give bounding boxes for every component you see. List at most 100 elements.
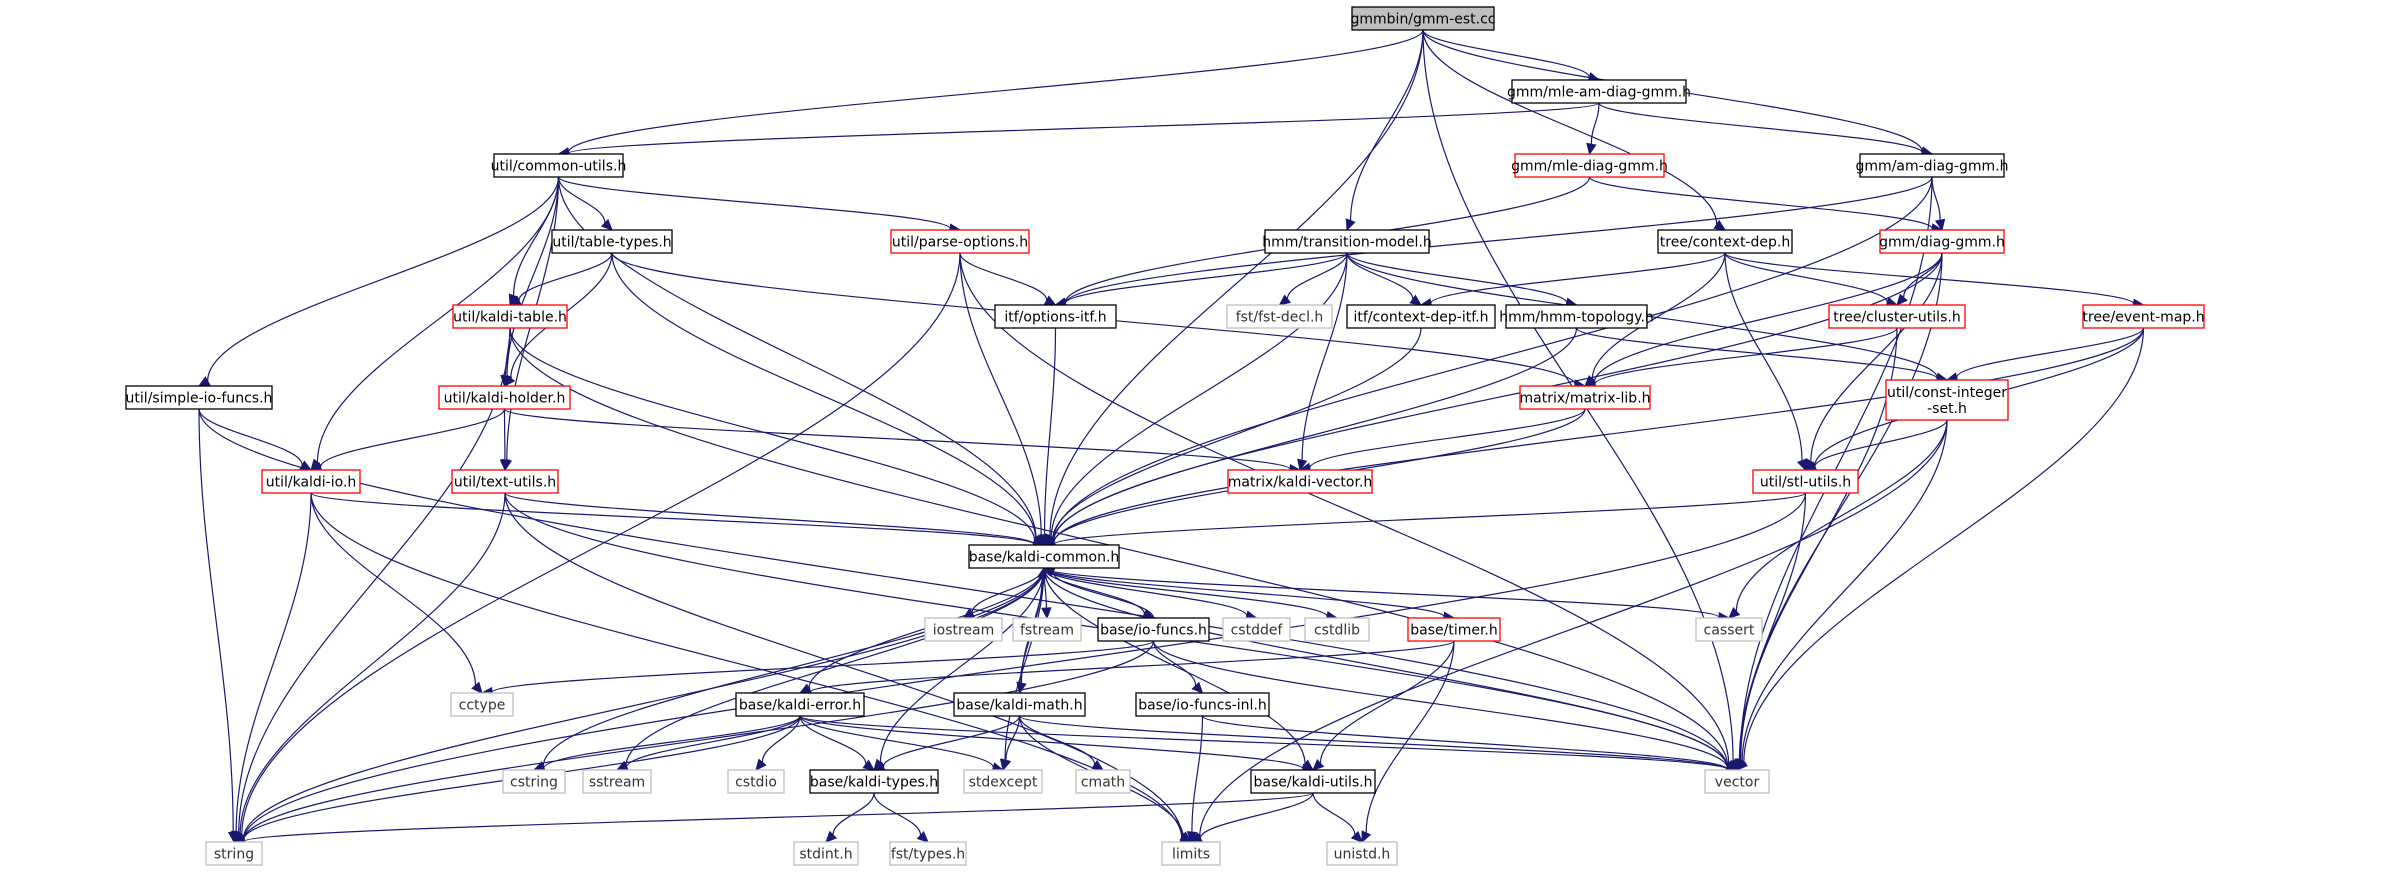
node-optionsitf[interactable]: itf/options-itf.h (994, 304, 1117, 329)
node-kalditypes[interactable]: base/kaldi-types.h (809, 769, 939, 794)
edge-line (882, 715, 1021, 767)
edge-arrowhead (1361, 830, 1372, 844)
node-box (1879, 229, 2005, 254)
edge-arrowhead (1734, 758, 1745, 772)
node-kaldierror[interactable]: base/kaldi-error.h (735, 692, 865, 717)
node-simpleio[interactable]: util/simple-io-funcs.h (125, 385, 273, 410)
edge-line (1043, 327, 1057, 536)
node-kaldiholder[interactable]: util/kaldi-holder.h (438, 385, 571, 410)
node-tabletypes[interactable]: util/table-types.h (551, 229, 673, 254)
edge-diaggmm-to-vector (1735, 252, 1943, 772)
edge-transmodel-to-kaldicommon (1043, 252, 1348, 546)
node-box (953, 692, 1086, 717)
node-label: util/kaldi-table.h (453, 310, 567, 326)
edge-line (567, 29, 1424, 153)
edge-line (1049, 29, 1424, 537)
node-kaldiutils[interactable]: base/kaldi-utils.h (1250, 769, 1376, 794)
node-box (1704, 769, 1770, 794)
edge-kaldiio-to-kaldicommon (310, 492, 1046, 550)
node-ctxdep[interactable]: tree/context-dep.h (1657, 229, 1793, 254)
edge-line (1956, 327, 2145, 378)
edge-clusterutils-to-matrixlib (1583, 327, 1898, 390)
edge-mleam-to-mlediag (1586, 102, 1600, 156)
node-mlediag[interactable]: gmm/mle-diag-gmm.h (1511, 153, 1668, 178)
edge-textutils-to-string (233, 492, 506, 843)
node-label: limits (1172, 847, 1210, 863)
edge-line (1349, 29, 1424, 221)
node-iofuncsinl[interactable]: base/io-funcs-inl.h (1135, 692, 1270, 717)
node-layer: gmmbin/gmm-est.cc gmm/mle-am-diag-gmm.h ut… (125, 6, 2205, 866)
node-amdiag[interactable]: gmm/am-diag-gmm.h (1856, 153, 2009, 178)
edge-line (1018, 715, 1728, 770)
edge-line (1740, 252, 1943, 761)
node-label: base/io-funcs.h (1100, 623, 1207, 639)
node-label: cmath (1081, 775, 1125, 791)
edge-stlutils-to-vector (1734, 492, 1807, 772)
node-hmmtopo[interactable]: hmm/hmm-topology.h (1499, 304, 1654, 329)
edge-mleam-to-common (557, 102, 1600, 159)
edge-common-to-tabletypes (557, 176, 613, 231)
edge-transmodel-to-fstdecl (1278, 252, 1348, 306)
node-kalditable[interactable]: util/kaldi-table.h (452, 304, 568, 329)
edge-line (1064, 176, 1933, 304)
edge-line (557, 176, 951, 230)
node-iofuncs[interactable]: base/io-funcs.h (1097, 617, 1210, 642)
edge-line (1018, 715, 1096, 765)
edge-line (491, 640, 1155, 693)
node-cmath: cmath (1075, 769, 1131, 794)
edge-line (1050, 252, 1348, 539)
node-matrixlib[interactable]: matrix/matrix-lib.h (1519, 385, 1651, 410)
node-box (1227, 469, 1373, 494)
node-eventmap[interactable]: tree/event-map.h (2082, 304, 2205, 329)
edge-timer-to-kaldierror (798, 640, 1455, 698)
node-root[interactable]: gmmbin/gmm-est.cc (1351, 6, 1496, 31)
node-box (1346, 304, 1496, 329)
node-clusterutils[interactable]: tree/cluster-utils.h (1828, 304, 1966, 329)
node-box (1657, 229, 1793, 254)
edge-line (1199, 419, 1948, 838)
node-label: gmm/mle-diag-gmm.h (1511, 159, 1668, 175)
edge-line (1043, 567, 1306, 764)
node-box (1885, 379, 2009, 421)
node-constint[interactable]: util/const-integer-set.h (1885, 379, 2009, 421)
node-label: base/timer.h (1410, 623, 1498, 639)
node-mleam[interactable]: gmm/mle-am-diag-gmm.h (1507, 79, 1691, 104)
edge-line (1365, 640, 1455, 833)
node-box (1264, 229, 1430, 254)
edge-line (503, 408, 1291, 470)
node-ctxdepitf[interactable]: itf/context-dep-itf.h (1346, 304, 1496, 329)
edge-iofuncsinl-to-vector (1201, 715, 1739, 775)
edge-layer (197, 29, 2145, 847)
node-transmodel[interactable]: hmm/transition-model.h (1262, 229, 1432, 254)
node-common[interactable]: util/common-utils.h (491, 153, 627, 178)
node-textutils[interactable]: util/text-utils.h (451, 469, 559, 494)
edge-arrowhead (1186, 831, 1198, 844)
node-kaldimath[interactable]: base/kaldi-math.h (953, 692, 1086, 717)
edge-line (1043, 567, 1445, 618)
edge-common-to-simpleio (197, 176, 560, 387)
node-kaldiio[interactable]: util/kaldi-io.h (261, 469, 361, 494)
node-label: util/const-integer (1887, 385, 2007, 401)
node-kaldivector[interactable]: matrix/kaldi-vector.h (1227, 469, 1373, 494)
node-parseopt[interactable]: util/parse-options.h (890, 229, 1030, 254)
edge-kalditypes-to-fsttypes (873, 792, 929, 843)
node-fsttypes: fst/types.h (889, 841, 967, 866)
edge-line (1301, 252, 1348, 461)
edge-arrowhead (499, 459, 511, 472)
node-box (1250, 769, 1376, 794)
edge-line (1053, 492, 1807, 545)
edge-line (1043, 567, 1720, 618)
edge-line (242, 567, 1045, 839)
node-diaggmm[interactable]: gmm/diag-gmm.h (1879, 229, 2005, 254)
node-kaldicommon[interactable]: base/kaldi-common.h (968, 544, 1120, 569)
node-timer[interactable]: base/timer.h (1407, 617, 1501, 642)
node-stdint: stdint.h (793, 841, 859, 866)
edge-ctxdep-to-stlutils (1724, 252, 1807, 472)
edge-line (1430, 252, 1726, 304)
node-stlutils[interactable]: util/stl-utils.h (1752, 469, 1859, 494)
node-label: fst/fst-decl.h (1236, 310, 1324, 326)
node-label: tree/cluster-utils.h (1833, 310, 1960, 326)
edge-line (509, 327, 1036, 542)
edge-arrowhead (1796, 458, 1807, 472)
node-label: base/kaldi-error.h (739, 698, 861, 714)
